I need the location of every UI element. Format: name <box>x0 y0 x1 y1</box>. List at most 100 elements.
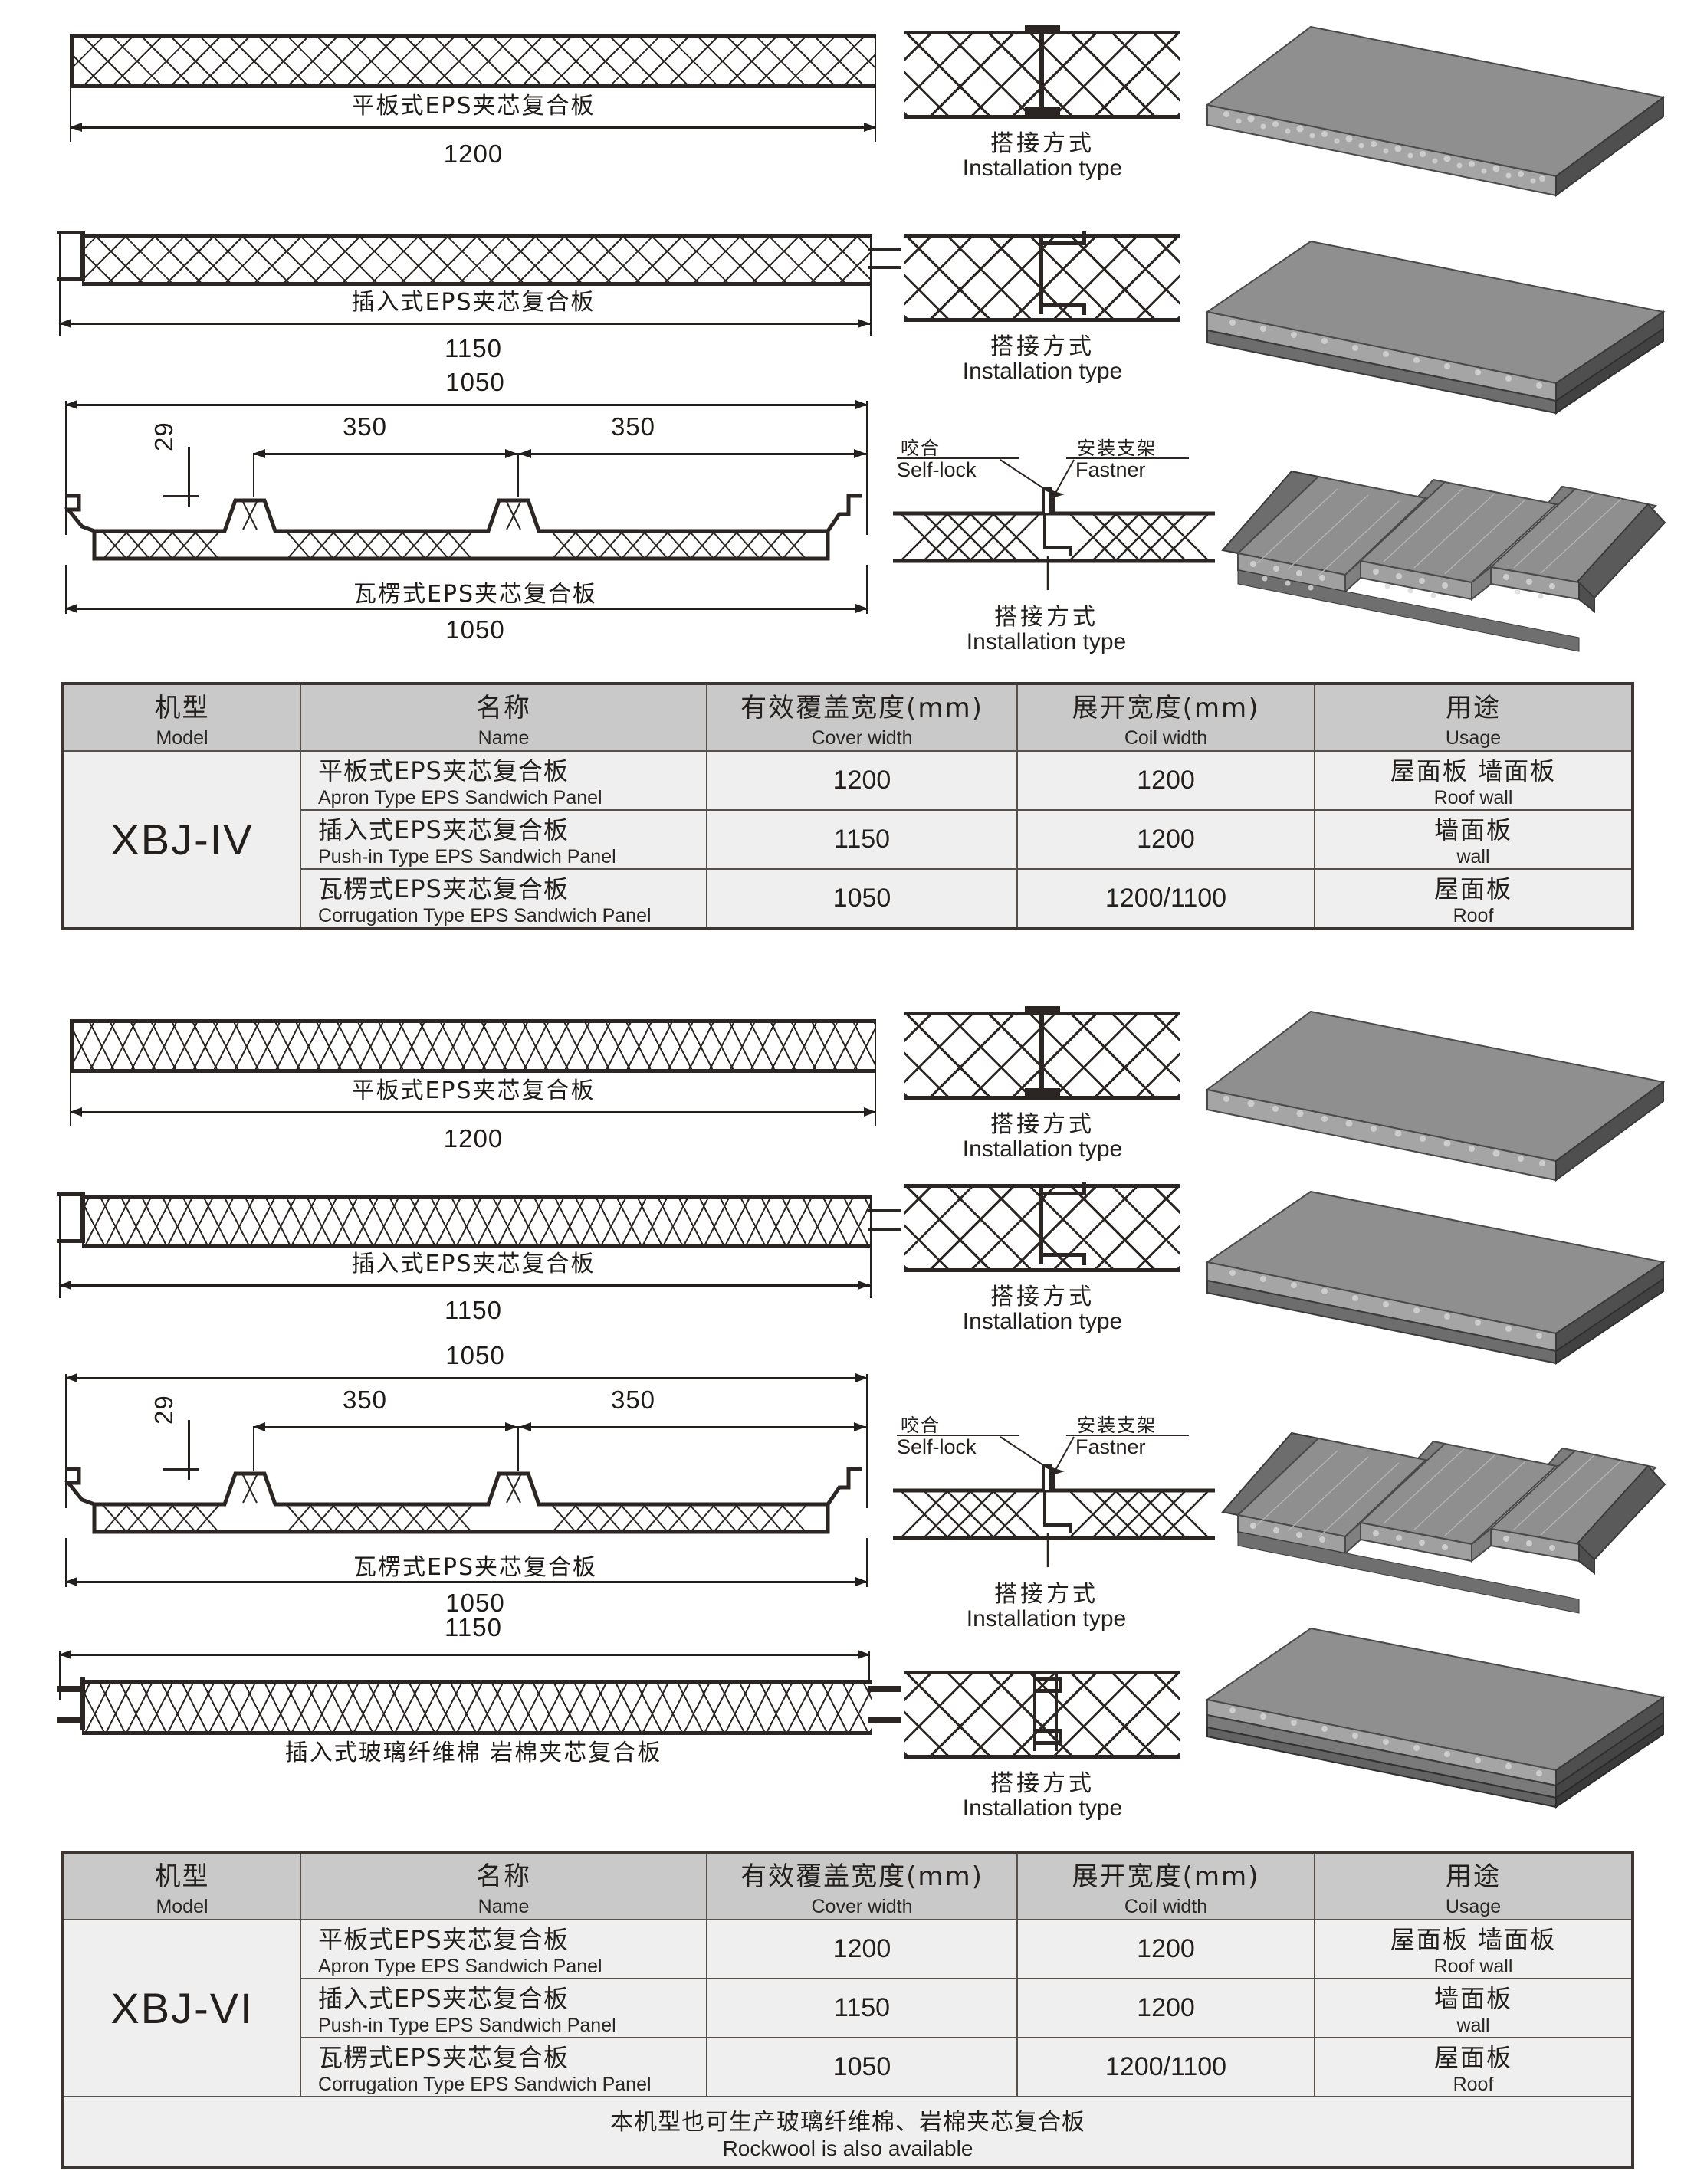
row-name-en: Push-in Type EPS Sandwich Panel <box>318 2015 616 2036</box>
panel-name-label: 插入式EPS夹芯复合板 <box>351 289 596 316</box>
panel-left-tongue-bottom <box>57 277 84 281</box>
row-name: 插入式EPS夹芯复合板 Push-in Type EPS Sandwich Pa… <box>300 809 707 870</box>
isometric-pushin-panel-1 <box>1196 226 1671 418</box>
rib-ext-1 <box>253 453 254 497</box>
extension-line-left-bottom <box>65 1538 67 1587</box>
row-usage-cn: 墙面板 <box>1433 815 1512 844</box>
header-name-cn: 名称 <box>476 1861 531 1892</box>
row-name-cn: 插入式EPS夹芯复合板 <box>318 815 569 844</box>
joint-detail-rockwool: 搭接方式 Installation type <box>904 1671 1180 1847</box>
corrugated-profile-svg <box>64 494 862 561</box>
header-coil-width-cn: 展开宽度(mm) <box>1072 692 1260 723</box>
joint-cap-bottom <box>1025 1088 1060 1097</box>
extension-line-left-top <box>65 1374 67 1508</box>
row-usage-en: Roof <box>1453 905 1494 926</box>
joint-label-cn: 搭接方式 <box>990 130 1095 157</box>
row-usage-en: Roof <box>1453 2074 1494 2095</box>
panel-left-tongue-top <box>57 1192 84 1196</box>
panel-left-clip-top <box>57 1686 84 1692</box>
spec-table-xbj-vi: 机型 Model 名称 Name 有效覆盖宽度(mm) Cover width … <box>61 1851 1634 2169</box>
header-name-en: Name <box>478 1895 530 1917</box>
dimension-line <box>59 319 870 328</box>
row-coil-width: 1200/1100 <box>1016 2037 1315 2097</box>
extension-line-right-top <box>866 401 868 535</box>
isometric-corrugated-svg-2 <box>1221 1431 1666 1614</box>
joint-label-en: Installation type <box>962 156 1123 181</box>
dimension-line <box>59 1650 870 1659</box>
cross-section-flat-panel-1: 平板式EPS夹芯复合板 1200 <box>65 34 881 195</box>
callout-underline-fastner <box>1066 1435 1189 1436</box>
row-name-en: Corrugation Type EPS Sandwich Panel <box>318 905 652 926</box>
extension-line-left <box>59 1195 61 1298</box>
header-coil-width: 展开宽度(mm) Coil width <box>1016 683 1315 752</box>
callout-fastner-en: Fastner <box>1075 458 1146 481</box>
panel-name-label: 插入式玻璃纤维棉 岩棉夹芯复合板 <box>284 1740 662 1766</box>
header-model: 机型 Model <box>62 683 301 752</box>
panel-name-label: 平板式EPS夹芯复合板 <box>351 93 596 120</box>
extension-line-left <box>59 234 61 336</box>
row-coil-width: 1200 <box>1016 750 1315 811</box>
row-usage: 墙面板 wall <box>1314 1978 1633 2038</box>
row-name: 瓦楞式EPS夹芯复合板 Corrugation Type EPS Sandwic… <box>300 2037 707 2097</box>
table-note-en: Rockwool is also available <box>722 2136 973 2160</box>
joint-tongue-bottom <box>1043 303 1086 307</box>
callout-selflock-en: Self-lock <box>897 458 977 481</box>
header-model-en: Model <box>156 726 208 749</box>
header-name: 名称 Name <box>300 1851 707 1920</box>
row-cover-width: 1200 <box>706 750 1018 811</box>
rib-height-line <box>188 1420 190 1480</box>
panel-left-tongue-bottom <box>57 1239 84 1243</box>
row-coil-width: 1200 <box>1016 809 1315 870</box>
row-usage: 屋面板 墙面板 Roof wall <box>1314 750 1633 811</box>
joint-label-cn: 搭接方式 <box>994 1581 1098 1608</box>
joint-detail-corrugated-1: 咬合 Self-lock 安装支架 Fastner 搭接方式 Installat… <box>893 433 1215 655</box>
model-value: XBJ-VI <box>62 1919 301 2097</box>
dimension-line-rib-1 <box>253 1422 517 1431</box>
row-usage: 屋面板 Roof <box>1314 2037 1633 2097</box>
isometric-corrugated-svg <box>1221 470 1666 652</box>
header-cover-width-cn: 有效覆盖宽度(mm) <box>740 692 983 723</box>
table-row: XBJ-VI 平板式EPS夹芯复合板 Apron Type EPS Sandwi… <box>62 1919 1633 2097</box>
table-note-cn: 本机型也可生产玻璃纤维棉、岩棉夹芯复合板 <box>610 2108 1085 2136</box>
dimension-line <box>59 1281 870 1290</box>
joint-cap-top <box>1025 25 1060 34</box>
cross-section-flat-panel-2: 平板式EPS夹芯复合板 1200 <box>65 1019 881 1180</box>
header-cover-width: 有效覆盖宽度(mm) Cover width <box>706 1851 1018 1920</box>
corrugated-bottom-dimension: 1050 <box>445 615 505 644</box>
row-usage: 屋面板 墙面板 Roof wall <box>1314 1919 1633 1979</box>
row-name-cn: 平板式EPS夹芯复合板 <box>318 756 569 785</box>
dimension-line-top <box>65 400 868 409</box>
callout-underline-selflock <box>897 1435 1019 1436</box>
panel-right-groove-top <box>868 248 901 251</box>
panel-left-clip-bottom <box>57 1717 84 1723</box>
rib-height-tick <box>163 1468 199 1471</box>
joint-seam-vertical <box>1039 1012 1044 1092</box>
isometric-rockwool-panel <box>1196 1617 1671 1809</box>
isometric-pushin-svg-2 <box>1205 1190 1666 1365</box>
row-usage-en: wall <box>1456 2015 1490 2036</box>
extension-line-right-bottom <box>866 565 868 614</box>
header-model: 机型 Model <box>62 1851 301 1920</box>
isometric-flat-panel-1 <box>1196 11 1671 203</box>
panel-right-clip-top <box>868 1686 901 1692</box>
row-name: 瓦楞式EPS夹芯复合板 Corrugation Type EPS Sandwic… <box>300 868 707 930</box>
row-usage-cn: 屋面板 墙面板 <box>1390 756 1557 785</box>
eps-core-hatch <box>82 1195 872 1248</box>
corrugated-joint-svg <box>893 459 1215 590</box>
row-name: 平板式EPS夹芯复合板 Apron Type EPS Sandwich Pane… <box>300 1919 707 1979</box>
joint-detail-pushin-2: 搭接方式 Installation type <box>904 1182 1180 1360</box>
row-cover-width: 1050 <box>706 868 1018 930</box>
table-note-row: 本机型也可生产玻璃纤维棉、岩棉夹芯复合板 Rockwool is also av… <box>62 2096 1633 2168</box>
row-coil-width: 1200 <box>1016 1919 1315 1979</box>
header-coil-width-cn: 展开宽度(mm) <box>1072 1861 1260 1892</box>
joint-detail-flat-2: 搭接方式 Installation type <box>904 1006 1180 1188</box>
callout-fastner-cn: 安装支架 <box>1077 1415 1157 1436</box>
joint-clip-upper-2 <box>1036 1689 1062 1693</box>
callout-selflock-cn: 咬合 <box>901 438 941 459</box>
rib-height-dimension: 29 <box>149 1395 178 1425</box>
joint-label-en: Installation type <box>962 1309 1123 1334</box>
joint-tongue-top <box>1043 1192 1086 1195</box>
row-usage-cn: 屋面板 <box>1433 874 1512 903</box>
joint-label-en: Installation type <box>966 629 1127 654</box>
row-usage: 墙面板 wall <box>1314 809 1633 870</box>
